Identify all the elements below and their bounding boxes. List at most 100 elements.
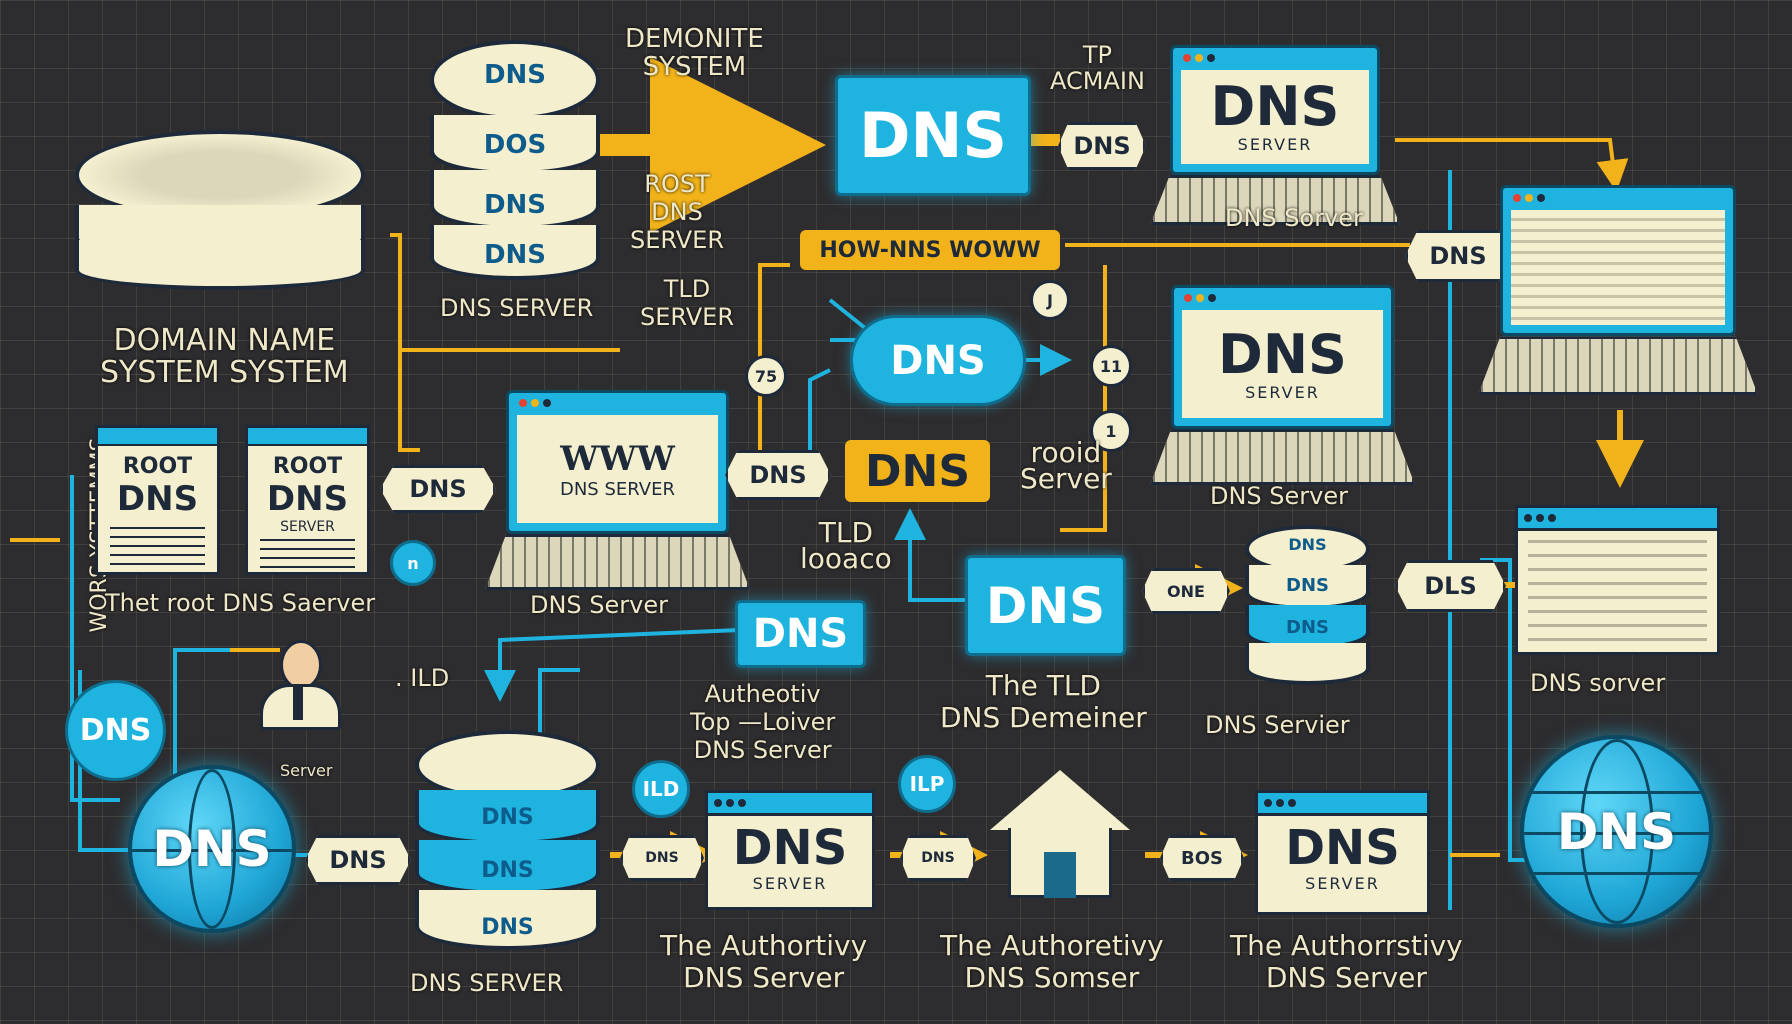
root-dns-caption: Thet root DNS Saerver: [105, 589, 376, 617]
laptop-sub: SERVER: [1245, 382, 1320, 402]
dns-circle: DNS: [65, 680, 166, 781]
stack-disk-label: DNS: [481, 858, 534, 883]
main-dns-box: DNS: [835, 75, 1031, 196]
domain-name-system-label: DOMAIN NAME SYSTEM SYSTEM: [100, 325, 349, 389]
domain-name-system-disk: [75, 130, 365, 290]
dns-tag: DNS: [1405, 230, 1511, 282]
globe-right: DNS: [1520, 735, 1713, 928]
step-number: 11: [1090, 345, 1132, 387]
tld-domain-line1: The TLD: [985, 669, 1101, 702]
auth1-line1: The Authortivy: [660, 929, 868, 962]
globe-left: DNS: [128, 765, 296, 933]
ild-badge: ILD: [632, 760, 690, 818]
tld-domain-label: The TLD DNS Demeiner: [940, 670, 1147, 734]
server-line2: Server: [1020, 462, 1112, 495]
small-badge: n: [390, 540, 436, 586]
auth2-line2: DNS Somser: [964, 961, 1140, 994]
dns-server-stack-top: DNS DOS DNS DNS: [430, 40, 600, 280]
laptop-title: DNS: [1218, 322, 1347, 386]
stack-disk-label: DNS: [483, 190, 547, 220]
one-tag: ONE: [1142, 568, 1230, 614]
tp-domain-line2: ACMAIN: [1050, 67, 1145, 95]
tld-small-label: TLD looaco: [800, 516, 892, 575]
dns-cloud: DNS: [850, 315, 1026, 406]
root-line2: DNS: [651, 198, 703, 226]
dns-server-right-caption: DNS sorver: [1530, 669, 1666, 697]
ild-left-label: . ILD: [395, 664, 450, 692]
stack-disk-label: DOS: [483, 130, 547, 160]
title-label: DEMONITE SYSTEM: [625, 25, 764, 81]
dns-yellow-box: DNS: [845, 440, 990, 502]
tld-line2: SERVER: [640, 303, 735, 331]
list-window-right: [1515, 505, 1720, 655]
root-dns-doc-1: ROOT DNS: [95, 425, 220, 575]
doc-line1: ROOT: [272, 454, 343, 479]
stack-disk-label: DNS: [481, 805, 534, 830]
dls-tag: DLS: [1395, 560, 1506, 612]
doc-line3: SERVER: [280, 519, 335, 535]
dns-tag: DNS: [725, 450, 831, 500]
auth3-title: DNS: [1285, 820, 1400, 876]
how-dns-works-banner: HOW-NNS WOWW: [800, 230, 1060, 270]
person-caption: Server: [280, 761, 333, 780]
auth1-label: The Authortivy DNS Server: [660, 930, 867, 994]
root-line3: SERVER: [630, 226, 725, 254]
title-line1: DEMONITE: [625, 24, 764, 54]
laptop-sub: SERVER: [1237, 135, 1313, 155]
root-dns-server-label: ROST DNS SERVER: [630, 170, 724, 254]
dns-tag: DNS: [305, 835, 411, 885]
laptop-www: WWW: [560, 438, 675, 479]
title-line2: SYSTEM: [642, 52, 747, 82]
ilp-badge: ILP: [898, 755, 956, 813]
tag-between: DNS: [620, 835, 704, 881]
dns-tag: DNS: [1058, 122, 1146, 170]
tp-domain-label: TP ACMAIN: [1050, 42, 1145, 94]
root-dns-doc-2: ROOT DNS SERVER: [245, 425, 370, 575]
stack-disk-label: DNS: [481, 915, 534, 940]
top-lower-line1: Top —Loiver: [690, 708, 836, 736]
dns-mid-box: DNS: [735, 600, 866, 668]
laptop-center-caption: DNS Server: [530, 591, 668, 619]
stack-top-caption: DNS SERVER: [440, 294, 594, 322]
stack-mid-caption: DNS Servier: [1205, 711, 1350, 739]
globe-right-label: DNS: [1556, 802, 1677, 861]
stack-bottom-caption: DNS SERVER: [410, 969, 564, 997]
stack-disk-label: DNS: [483, 60, 547, 90]
stack-disk-label: DNS: [1286, 575, 1329, 596]
rooid-server-label: rooid Server: [1020, 436, 1112, 495]
globe-left-label: DNS: [152, 820, 272, 878]
dns-tld-box: DNS: [965, 555, 1126, 656]
tld-line1: TLD: [663, 275, 711, 303]
auth3-line2: DNS Server: [1265, 961, 1427, 994]
auth1-sub: SERVER: [752, 874, 828, 893]
dns-server-stack-mid: DNS DNS DNS: [1245, 525, 1370, 685]
doc-line1: ROOT: [122, 454, 193, 479]
auth-dns-window-1: DNS SERVER: [705, 790, 875, 910]
tld-small-line2: looaco: [800, 542, 892, 575]
auth3-sub: SERVER: [1305, 874, 1380, 893]
stack-disk-label: DNS: [483, 240, 547, 270]
tp-domain-line1: TP: [1082, 41, 1113, 69]
root-line1: ROST: [644, 170, 710, 198]
server-line1: rooid: [1030, 436, 1102, 469]
step-number: J: [1030, 280, 1070, 320]
top-lower-line0: Autheotiv: [704, 680, 821, 708]
domain-line1: DOMAIN NAME: [113, 323, 336, 358]
laptop-mid-caption: DNS Server: [1210, 482, 1348, 510]
auth1-title: DNS: [732, 820, 848, 876]
house-icon: [990, 770, 1130, 900]
step-number: 1: [1090, 410, 1132, 452]
step-number: 75: [745, 355, 787, 397]
tag-between-2: DNS: [900, 835, 976, 881]
laptop-title: DNS: [1210, 75, 1340, 139]
dns-server-stack-bottom: DNS DNS DNS: [415, 730, 600, 960]
auth1-line2: DNS Server: [683, 961, 845, 994]
top-lower-line2: DNS Server: [693, 736, 832, 764]
bos-tag: BOS: [1160, 835, 1244, 881]
tld-small-line1: TLD: [818, 516, 873, 549]
laptop-top-caption: DNS Sorver: [1225, 204, 1363, 232]
dns-tag: DNS: [380, 465, 496, 513]
